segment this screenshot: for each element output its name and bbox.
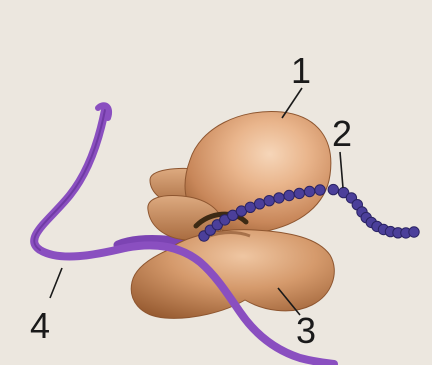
chain-bead — [284, 190, 294, 200]
label-1: 1 — [291, 50, 311, 91]
chain-bead — [409, 227, 419, 237]
leader-line-2 — [340, 152, 343, 188]
chain-bead — [315, 185, 325, 195]
label-2: 2 — [332, 113, 352, 154]
chain-bead — [274, 193, 284, 203]
chain-bead — [304, 186, 314, 196]
chain-bead — [254, 199, 264, 209]
large-ribosomal-subunit — [148, 111, 331, 240]
label-3: 3 — [296, 310, 316, 351]
chain-bead — [294, 188, 304, 198]
label-4: 4 — [30, 305, 50, 346]
chain-bead — [264, 196, 274, 206]
leader-line-4 — [50, 268, 62, 298]
chain-bead — [328, 184, 338, 194]
